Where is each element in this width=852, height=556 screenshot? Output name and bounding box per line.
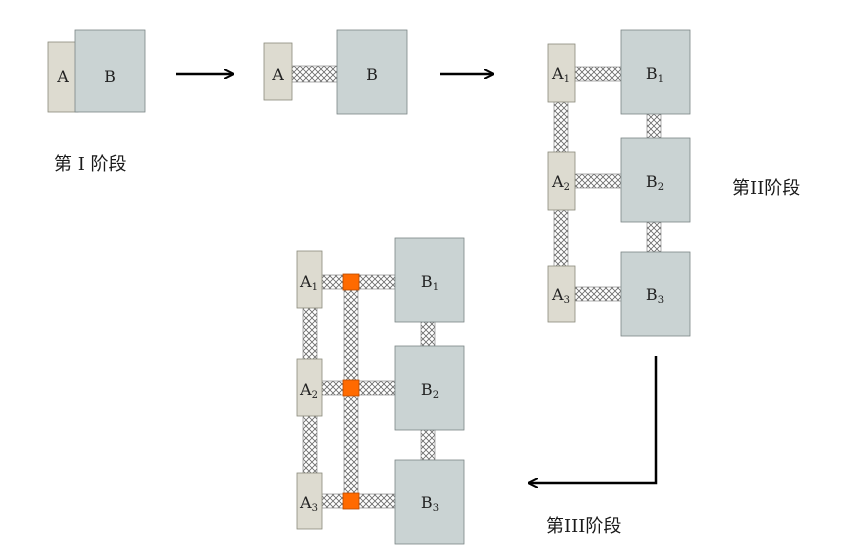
stage1-label-b: B bbox=[104, 67, 116, 86]
stage3-block-a3 bbox=[296, 472, 323, 530]
stage3-label-a2: A2 bbox=[299, 380, 318, 401]
stage2-block-a3 bbox=[547, 265, 576, 323]
stage2-connector-b-vertical-1 bbox=[646, 112, 662, 140]
stage3-node-2 bbox=[342, 379, 360, 397]
stage2-group: A1 A2 A3 B1 B2 B3 bbox=[547, 29, 691, 337]
stage3-label-a1: A1 bbox=[299, 272, 318, 293]
stage1b-block-a bbox=[263, 42, 293, 101]
stage3-block-b1 bbox=[394, 237, 465, 323]
stage2-block-b1 bbox=[620, 29, 691, 115]
stage1-label-a: A bbox=[56, 67, 69, 86]
stage2-block-b3 bbox=[620, 251, 691, 337]
stage2-connector-h2 bbox=[574, 173, 623, 189]
stage3-block-b2 bbox=[394, 345, 465, 431]
stage2-label-b2: B2 bbox=[646, 172, 664, 193]
stage1b-connector bbox=[291, 65, 338, 83]
stage3-block-a1 bbox=[296, 250, 323, 309]
stage2-label-a3: A3 bbox=[551, 285, 570, 306]
stage1-block-b bbox=[74, 29, 146, 113]
stage3-group: A1 A2 A3 B1 B2 B3 bbox=[296, 237, 465, 545]
stage2-connector-b-vertical-2 bbox=[646, 221, 662, 253]
stage3-connector-b-vertical-1 bbox=[420, 321, 436, 347]
stage3-label-b2: B2 bbox=[421, 380, 439, 401]
stage3-block-a2 bbox=[296, 358, 323, 417]
stage1-label: 第 I 阶段 bbox=[54, 154, 127, 175]
stage3-label-a3: A3 bbox=[299, 493, 318, 514]
stage3-node-3 bbox=[342, 492, 360, 510]
stage3-block-b3 bbox=[394, 459, 465, 545]
stage1b-label-a: A bbox=[271, 65, 284, 84]
arrow-stage2-to-stage3 bbox=[530, 356, 658, 483]
stage1b-label-b: B bbox=[366, 65, 378, 84]
stage2-connector-h1 bbox=[574, 66, 623, 82]
stage1-block-a bbox=[47, 41, 79, 113]
stage3-label-b1: B1 bbox=[421, 272, 439, 293]
stage3-label: 第III阶段 bbox=[546, 516, 622, 537]
stage1b-group: A B bbox=[263, 29, 408, 115]
stage1-group: A B bbox=[47, 29, 146, 113]
stage2-label-a1: A1 bbox=[551, 64, 570, 85]
stage1b-block-b bbox=[336, 29, 408, 115]
stage2-label-b3: B3 bbox=[646, 285, 664, 306]
stage3-connector-b-vertical-2 bbox=[420, 429, 436, 461]
stage3-node-1 bbox=[342, 273, 360, 291]
stage2-label: 第II阶段 bbox=[732, 178, 801, 199]
stage2-block-b2 bbox=[620, 137, 691, 223]
stage2-block-a1 bbox=[547, 43, 576, 103]
stage2-label-b1: B1 bbox=[646, 64, 664, 85]
stage3-label-b3: B3 bbox=[421, 493, 439, 514]
stage2-connector-h3 bbox=[574, 286, 623, 302]
stage2-block-a2 bbox=[547, 151, 576, 211]
stage2-label-a2: A2 bbox=[551, 172, 570, 193]
